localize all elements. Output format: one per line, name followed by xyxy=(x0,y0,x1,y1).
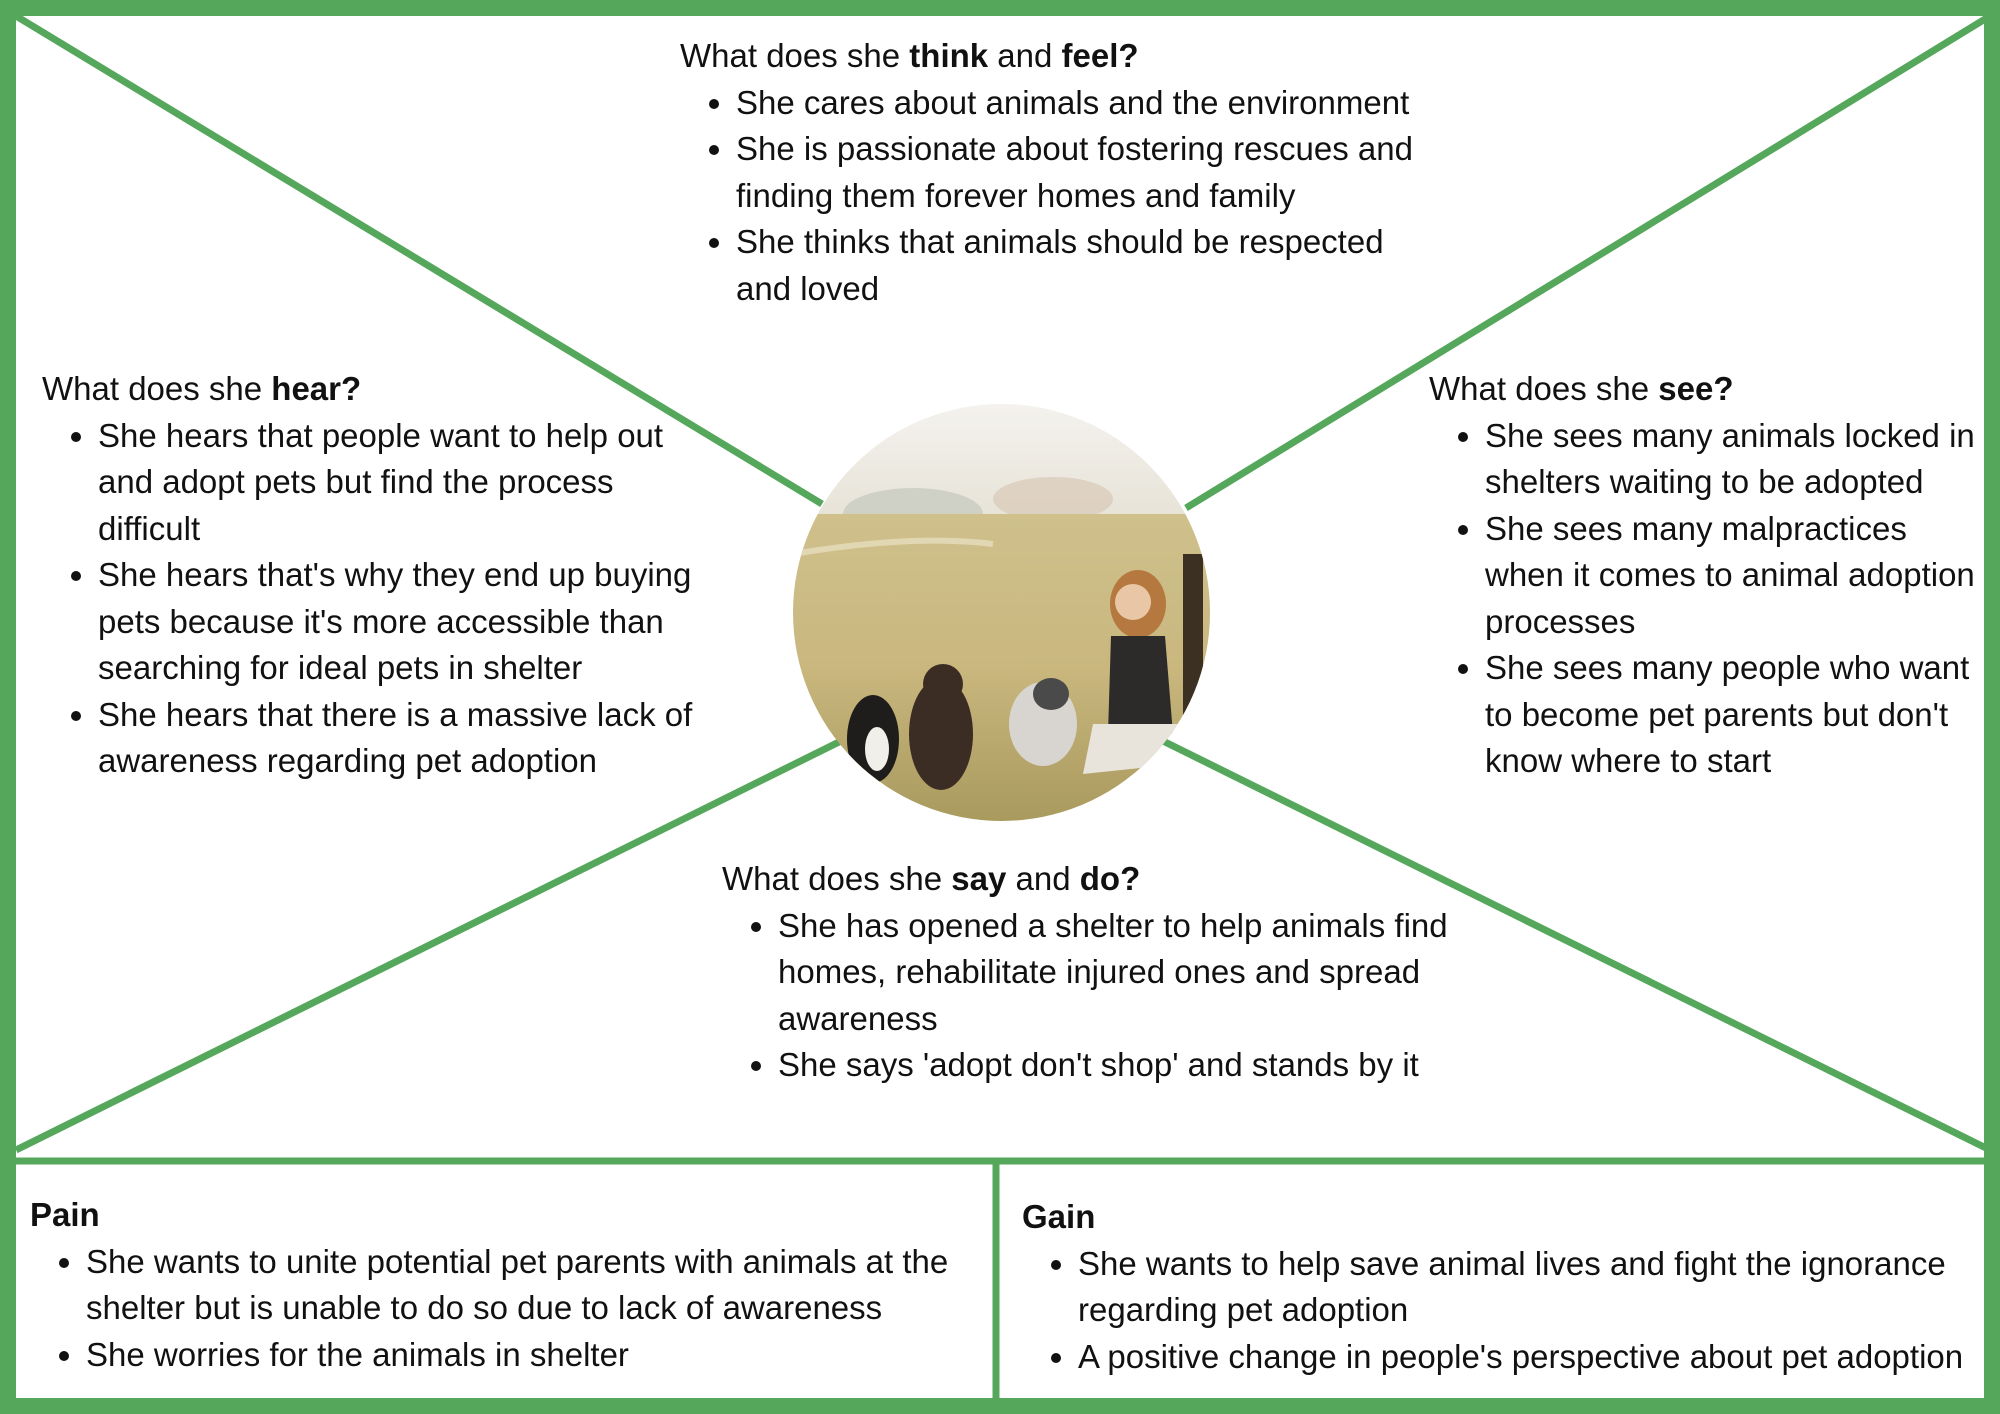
list-item: She thinks that animals should be respec… xyxy=(736,219,1420,312)
list-item: She hears that people want to help out a… xyxy=(98,413,722,553)
list-item: She has opened a shelter to help animals… xyxy=(778,903,1462,1043)
list-item: She sees many malpractices when it comes… xyxy=(1485,506,1989,646)
say-and-do-list: She has opened a shelter to help animals… xyxy=(722,903,1462,1089)
say-and-do-heading: What does she say and do? xyxy=(722,860,1141,897)
list-item: She sees many people who want to become … xyxy=(1485,645,1989,785)
diagonal-top-left xyxy=(14,13,824,507)
list-item: She says 'adopt don't shop' and stands b… xyxy=(778,1042,1462,1089)
diagonal-bottom-right xyxy=(1161,737,1992,1154)
think-and-feel-section: What does she think and feel? She cares … xyxy=(680,33,1420,312)
dogs xyxy=(847,664,1077,790)
pain-list: She wants to unite potential pet parents… xyxy=(30,1239,990,1379)
think-and-feel-heading: What does she think and feel? xyxy=(680,37,1139,74)
hear-heading: What does she hear? xyxy=(42,370,362,407)
see-heading: What does she see? xyxy=(1429,370,1734,407)
list-item: She hears that there is a massive lack o… xyxy=(98,692,722,785)
list-item: She sees many animals locked in shelters… xyxy=(1485,413,1989,506)
gain-section: Gain She wants to help save animal lives… xyxy=(1022,1194,1982,1380)
list-item: A positive change in people's perspectiv… xyxy=(1078,1334,1982,1381)
list-item: She is passionate about fostering rescue… xyxy=(736,126,1420,219)
diagonal-bottom-left xyxy=(14,735,847,1154)
list-item: She hears that's why they end up buying … xyxy=(98,552,722,692)
see-section: What does she see? She sees many animals… xyxy=(1429,366,1989,785)
list-item: She wants to unite potential pet parents… xyxy=(86,1239,990,1332)
list-item: She wants to help save animal lives and … xyxy=(1078,1241,1982,1334)
persona-photo-icon xyxy=(793,404,1210,821)
pain-heading: Pain xyxy=(30,1196,100,1233)
hear-list: She hears that people want to help out a… xyxy=(42,413,722,785)
hear-section: What does she hear? She hears that peopl… xyxy=(42,366,722,785)
gain-heading: Gain xyxy=(1022,1198,1096,1235)
gain-list: She wants to help save animal lives and … xyxy=(1022,1241,1982,1381)
think-and-feel-list: She cares about animals and the environm… xyxy=(680,80,1420,313)
see-list: She sees many animals locked in shelters… xyxy=(1429,413,1989,785)
persona-photo xyxy=(793,404,1210,821)
say-and-do-section: What does she say and do? She has opened… xyxy=(722,856,1462,1089)
pain-section: Pain She wants to unite potential pet pa… xyxy=(30,1192,990,1378)
list-item: She cares about animals and the environm… xyxy=(736,80,1420,127)
diagonal-top-right xyxy=(1184,13,1992,511)
list-item: She worries for the animals in shelter xyxy=(86,1332,990,1379)
